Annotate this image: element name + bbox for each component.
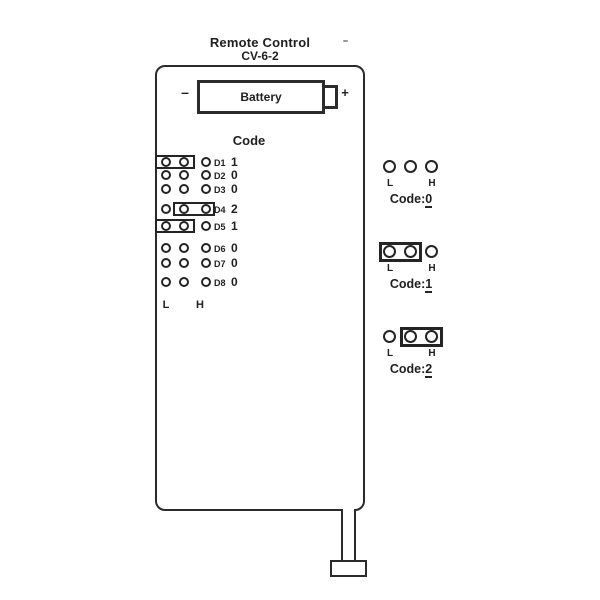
pin-row-label: D7 (214, 259, 226, 269)
code-option-label: Code:2 (376, 362, 446, 378)
pin-circle-icon (425, 245, 438, 258)
pin-circle-icon (425, 160, 438, 173)
high-pin-label: H (428, 348, 436, 359)
code-heading: Code (232, 133, 266, 148)
pin-row-label: D1 (214, 158, 226, 168)
code-label-value: 1 (425, 277, 433, 293)
pin-circle-icon (179, 157, 189, 167)
pin-circle-icon (404, 245, 417, 258)
pin-circle-icon (201, 157, 211, 167)
remote-body-outline: – Battery + Code D1 1 D2 0 D3 (155, 65, 365, 511)
code-label-value: 0 (425, 192, 433, 208)
jumper-pins (376, 327, 446, 347)
battery-label: Battery (240, 90, 282, 104)
high-pin-label: H (428, 263, 436, 274)
code-label-value: 2 (425, 362, 433, 378)
pin-circle-icon (201, 258, 211, 268)
pin-circle-icon (161, 221, 171, 231)
pin-row-value: 0 (231, 275, 238, 289)
pin-circle-icon (383, 160, 396, 173)
pin-row-label: D3 (214, 185, 226, 195)
pin-row-d2: D2 0 (157, 168, 257, 182)
pin-row-d1: D1 1 (155, 155, 257, 169)
low-pin-label: L (386, 263, 394, 274)
pin-circle-icon (201, 204, 211, 214)
pin-row-label: D8 (214, 278, 226, 288)
low-pin-label: L (386, 178, 394, 189)
pin-row-d3: D3 0 (157, 182, 257, 196)
battery-terminal (322, 85, 338, 109)
pin-circle-icon (404, 330, 417, 343)
grid-high-column-label: H (196, 299, 204, 311)
stray-mark (343, 40, 348, 42)
code-option-0: L H Code:0 (376, 157, 446, 209)
code-label-prefix: Code: (389, 192, 426, 206)
code-option-label: Code:0 (376, 192, 446, 208)
pin-circle-icon (404, 160, 417, 173)
low-pin-label: L (386, 348, 394, 359)
pin-circle-icon (179, 277, 189, 287)
pin-row-label: D2 (214, 171, 226, 181)
pin-row-d4: D4 2 (157, 202, 257, 216)
pin-row-value: 0 (231, 168, 238, 182)
high-pin-label: H (428, 178, 436, 189)
pin-circle-icon (179, 221, 189, 231)
pin-row-label: D5 (214, 222, 226, 232)
grid-low-column-label: L (162, 299, 170, 311)
pin-circle-icon (383, 330, 396, 343)
pin-circle-icon (161, 157, 171, 167)
code-label-prefix: Code: (389, 277, 426, 291)
antenna-stem (341, 509, 356, 563)
pin-circle-icon (161, 170, 171, 180)
pin-circle-icon (179, 258, 189, 268)
pin-circle-icon (179, 204, 189, 214)
pin-circle-icon (161, 243, 171, 253)
pin-row-value: 0 (231, 256, 238, 270)
pin-circle-icon (201, 184, 211, 194)
pin-row-d6: D6 0 (157, 241, 257, 255)
pin-circle-icon (201, 170, 211, 180)
pin-circle-icon (201, 277, 211, 287)
pin-circle-icon (383, 245, 396, 258)
pin-circle-icon (161, 277, 171, 287)
antenna-base (330, 560, 367, 577)
pin-circle-icon (179, 170, 189, 180)
pin-circle-icon (179, 184, 189, 194)
battery-minus-label: – (181, 84, 189, 100)
pin-row-d8: D8 0 (157, 275, 257, 289)
diagram-title: Remote Control (209, 35, 311, 50)
pin-row-value: 1 (231, 219, 238, 233)
jumper-pins (376, 157, 446, 177)
battery-outline: Battery (197, 80, 325, 114)
pin-row-value: 2 (231, 202, 238, 216)
pin-circle-icon (161, 184, 171, 194)
pin-row-value: 1 (231, 155, 238, 169)
pin-row-d7: D7 0 (157, 256, 257, 270)
pin-circle-icon (161, 258, 171, 268)
pin-circle-icon (201, 221, 211, 231)
pin-circle-icon (161, 204, 171, 214)
pin-row-label: D4 (214, 205, 226, 215)
pin-circle-icon (201, 243, 211, 253)
pin-row-value: 0 (231, 182, 238, 196)
pin-row-d5: D5 1 (155, 219, 257, 233)
pin-circle-icon (179, 243, 189, 253)
jumper-pins (376, 242, 446, 262)
pin-circle-icon (425, 330, 438, 343)
pin-row-value: 0 (231, 241, 238, 255)
code-label-prefix: Code: (389, 362, 426, 376)
code-option-1: L H Code:1 (376, 242, 446, 294)
code-option-2: L H Code:2 (376, 327, 446, 379)
model-number: CV-6-2 (241, 49, 279, 63)
battery-plus-label: + (341, 85, 349, 100)
pin-row-label: D6 (214, 244, 226, 254)
code-option-label: Code:1 (376, 277, 446, 293)
